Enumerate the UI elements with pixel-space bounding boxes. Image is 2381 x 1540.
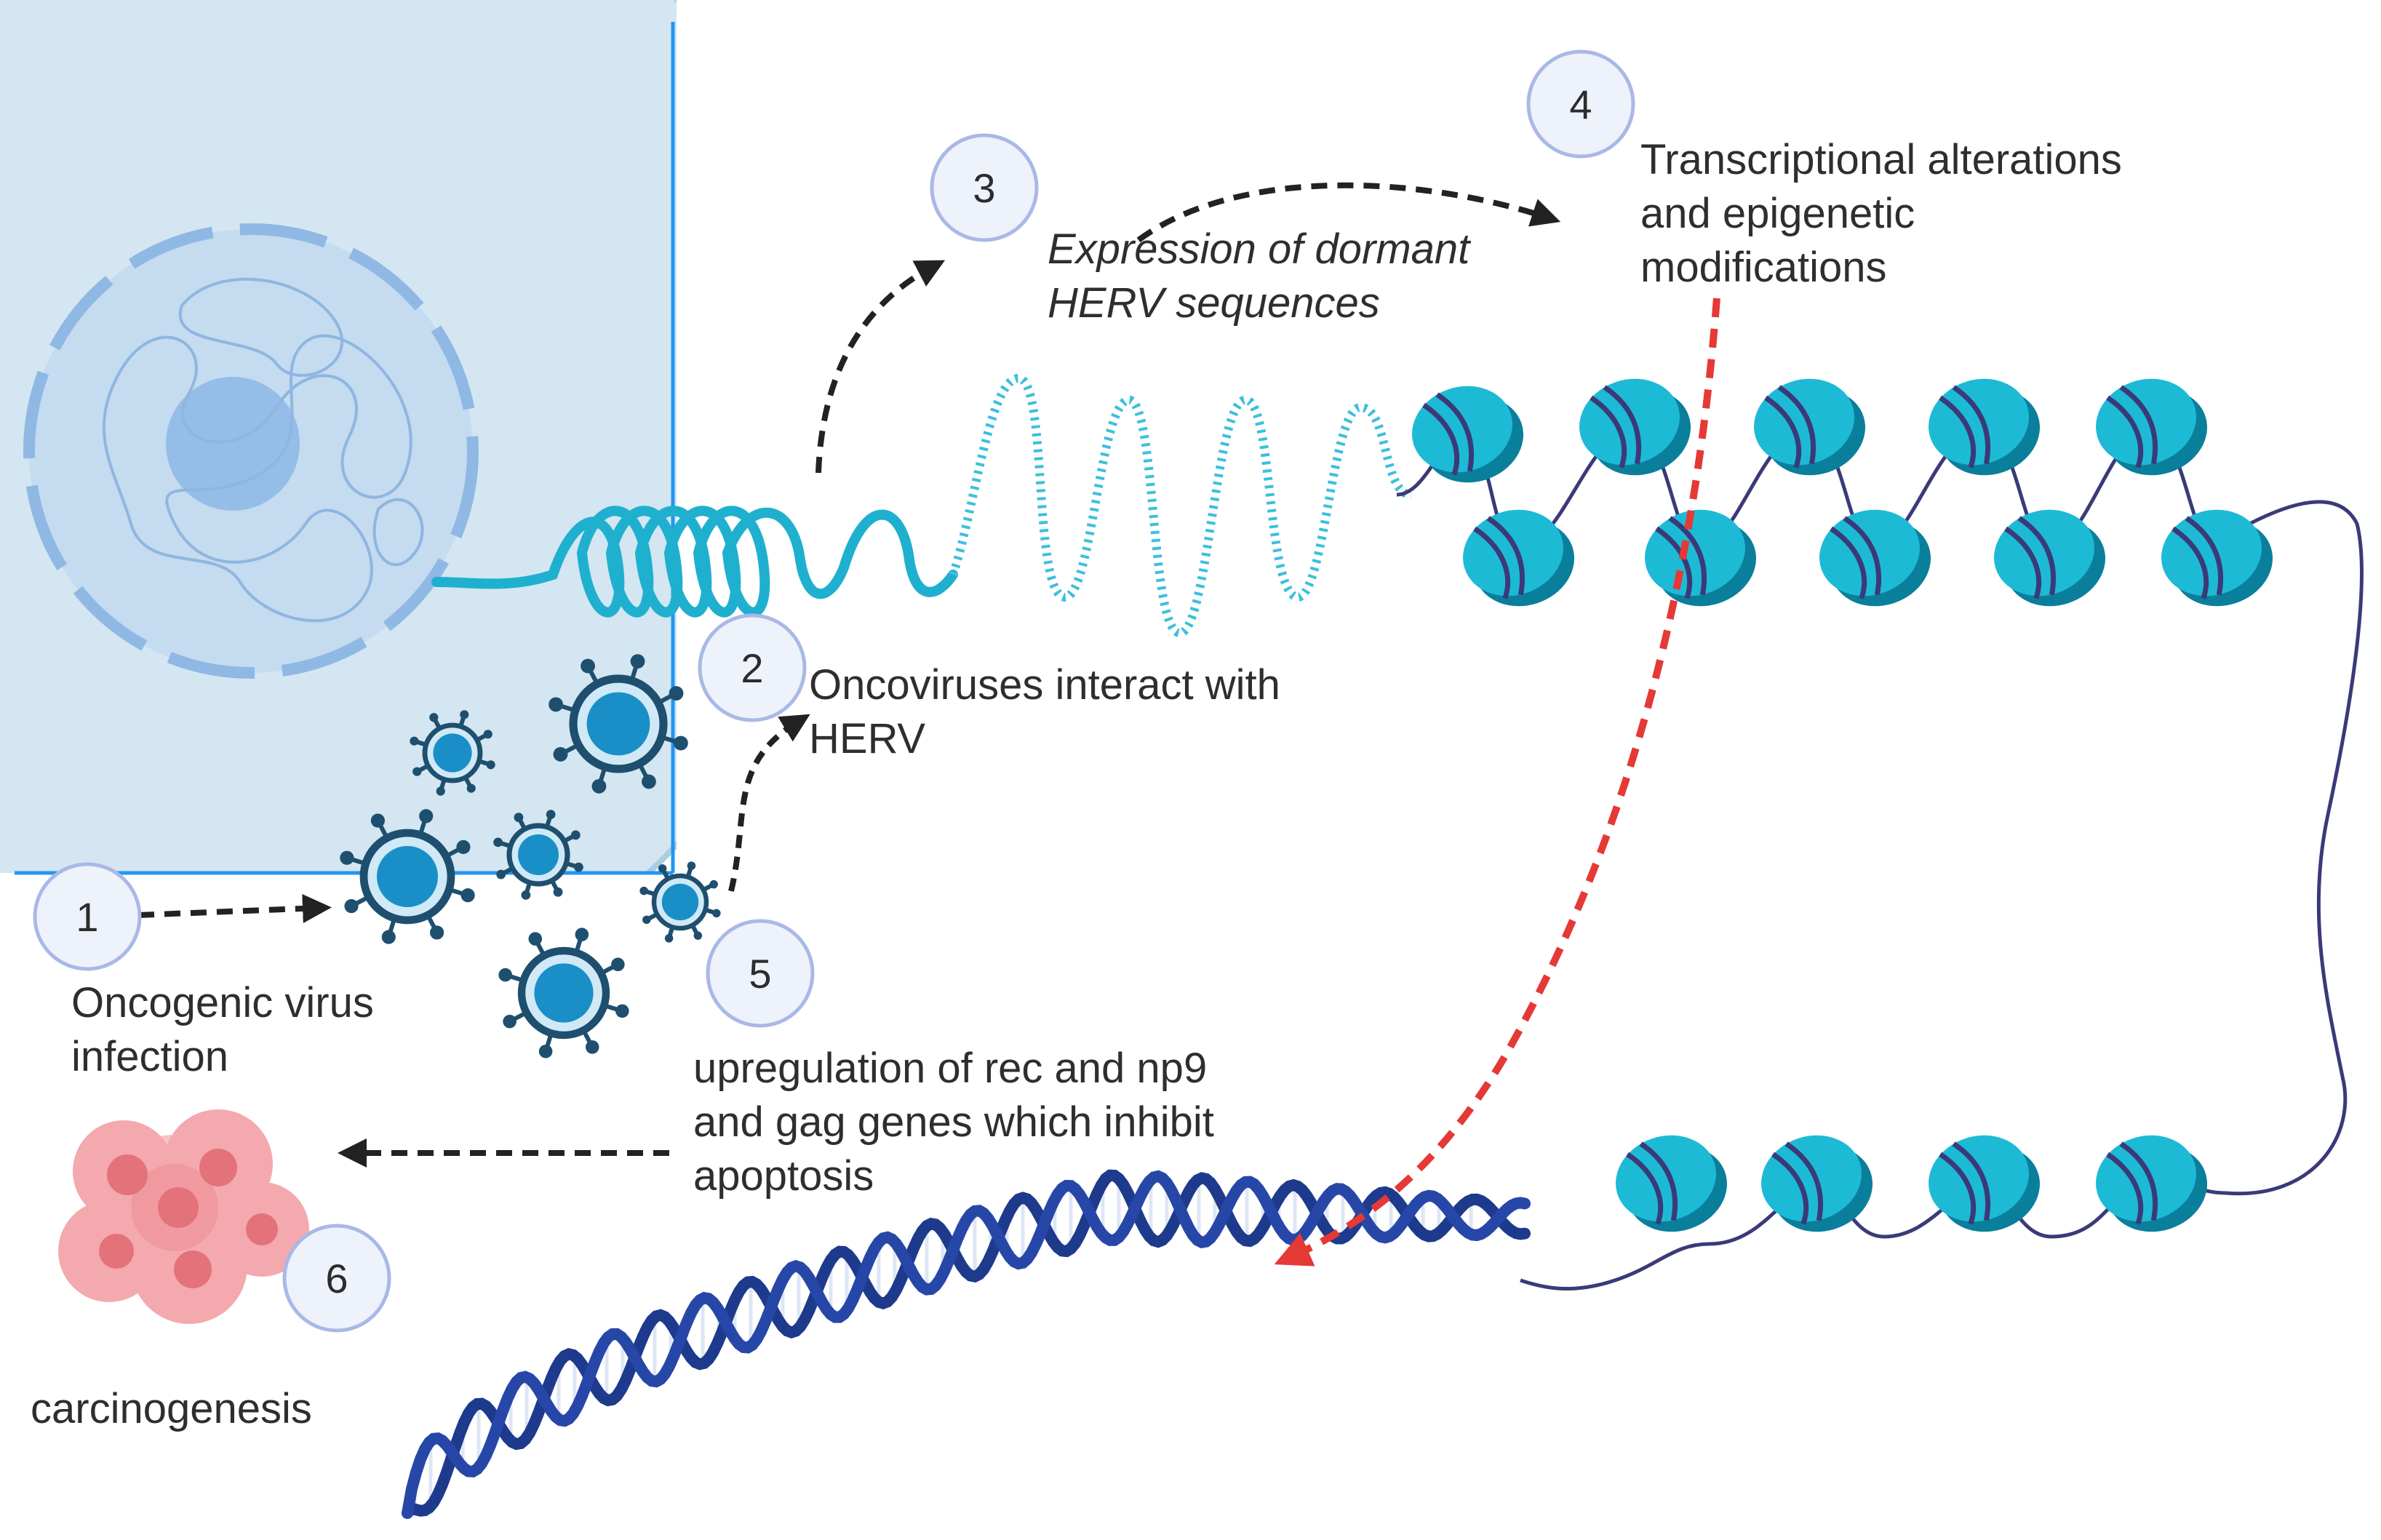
nucleosome-icon — [2096, 1135, 2208, 1232]
step-number-4: 4 — [1569, 81, 1592, 127]
arrow-1-to-viruses — [137, 893, 332, 923]
step-number-3: 3 — [973, 165, 995, 211]
step-number-6: 6 — [325, 1256, 348, 1301]
nucleosome-icon — [1929, 378, 2041, 476]
step-number-5: 5 — [749, 951, 771, 997]
nucleosome-icon — [1463, 509, 1575, 607]
nucleosome-icon — [1412, 386, 1524, 483]
virus-icon — [340, 809, 475, 944]
virus-icon — [639, 861, 721, 943]
nucleosome-icon — [1645, 509, 1757, 607]
nucleosome-icon — [1579, 378, 1691, 476]
step-3-label: Expression of dormant HERV sequences — [1048, 226, 1470, 327]
step-number-1: 1 — [76, 894, 98, 940]
step-badge-6: 6 — [282, 1224, 391, 1333]
nucleosome-icon — [1761, 1135, 1873, 1232]
virus-icon — [493, 810, 583, 900]
nucleosome-icon — [2161, 509, 2273, 607]
step-1-label: Oncogenic virus infection — [71, 979, 374, 1080]
nucleosome-icon — [1994, 509, 2106, 607]
arrow-4-to-dna — [1274, 298, 1720, 1266]
dna-strand-b — [402, 1170, 1531, 1519]
virus-icon — [410, 710, 495, 796]
step-badge-5: 5 — [706, 919, 815, 1028]
step-number-2: 2 — [741, 645, 763, 691]
nucleosome-icon — [1929, 1135, 2041, 1232]
nucleosome-icon — [1819, 509, 1931, 607]
step-badge-1: 1 — [33, 862, 142, 971]
virus-group — [340, 654, 721, 1058]
arrow-virus-to-2 — [728, 714, 810, 892]
nucleosome-group — [1412, 378, 2273, 1232]
step-6-label: carcinogenesis — [31, 1385, 312, 1432]
step-badge-3: 3 — [930, 133, 1039, 242]
step-4-label: Transcriptional alterations and epigenet… — [1640, 136, 2122, 291]
nucleus-icon — [23, 223, 479, 679]
virus-icon — [549, 654, 688, 794]
dna-helix-icon — [402, 1169, 1531, 1519]
arrow-coil-to-3 — [815, 260, 946, 474]
step-2-label: Oncoviruses interact with HERV — [809, 661, 1280, 762]
nucleosome-icon — [2096, 378, 2208, 476]
virus-icon — [498, 927, 629, 1058]
nucleosome-icon — [1616, 1135, 1728, 1232]
chromatin-coil — [431, 506, 958, 618]
tumor-icon — [58, 1109, 309, 1324]
dormant-herv-strand — [949, 373, 1413, 637]
nucleosome-icon — [1754, 378, 1866, 476]
step-badge-2: 2 — [698, 613, 807, 722]
chromatin-tangle — [102, 277, 424, 623]
step-5-label: upregulation of rec and np9 and gag gene… — [693, 1045, 1214, 1200]
arrow-3-to-4 — [1136, 182, 1561, 243]
step-badge-4: 4 — [1526, 49, 1635, 159]
dna-strand-a — [402, 1169, 1531, 1519]
